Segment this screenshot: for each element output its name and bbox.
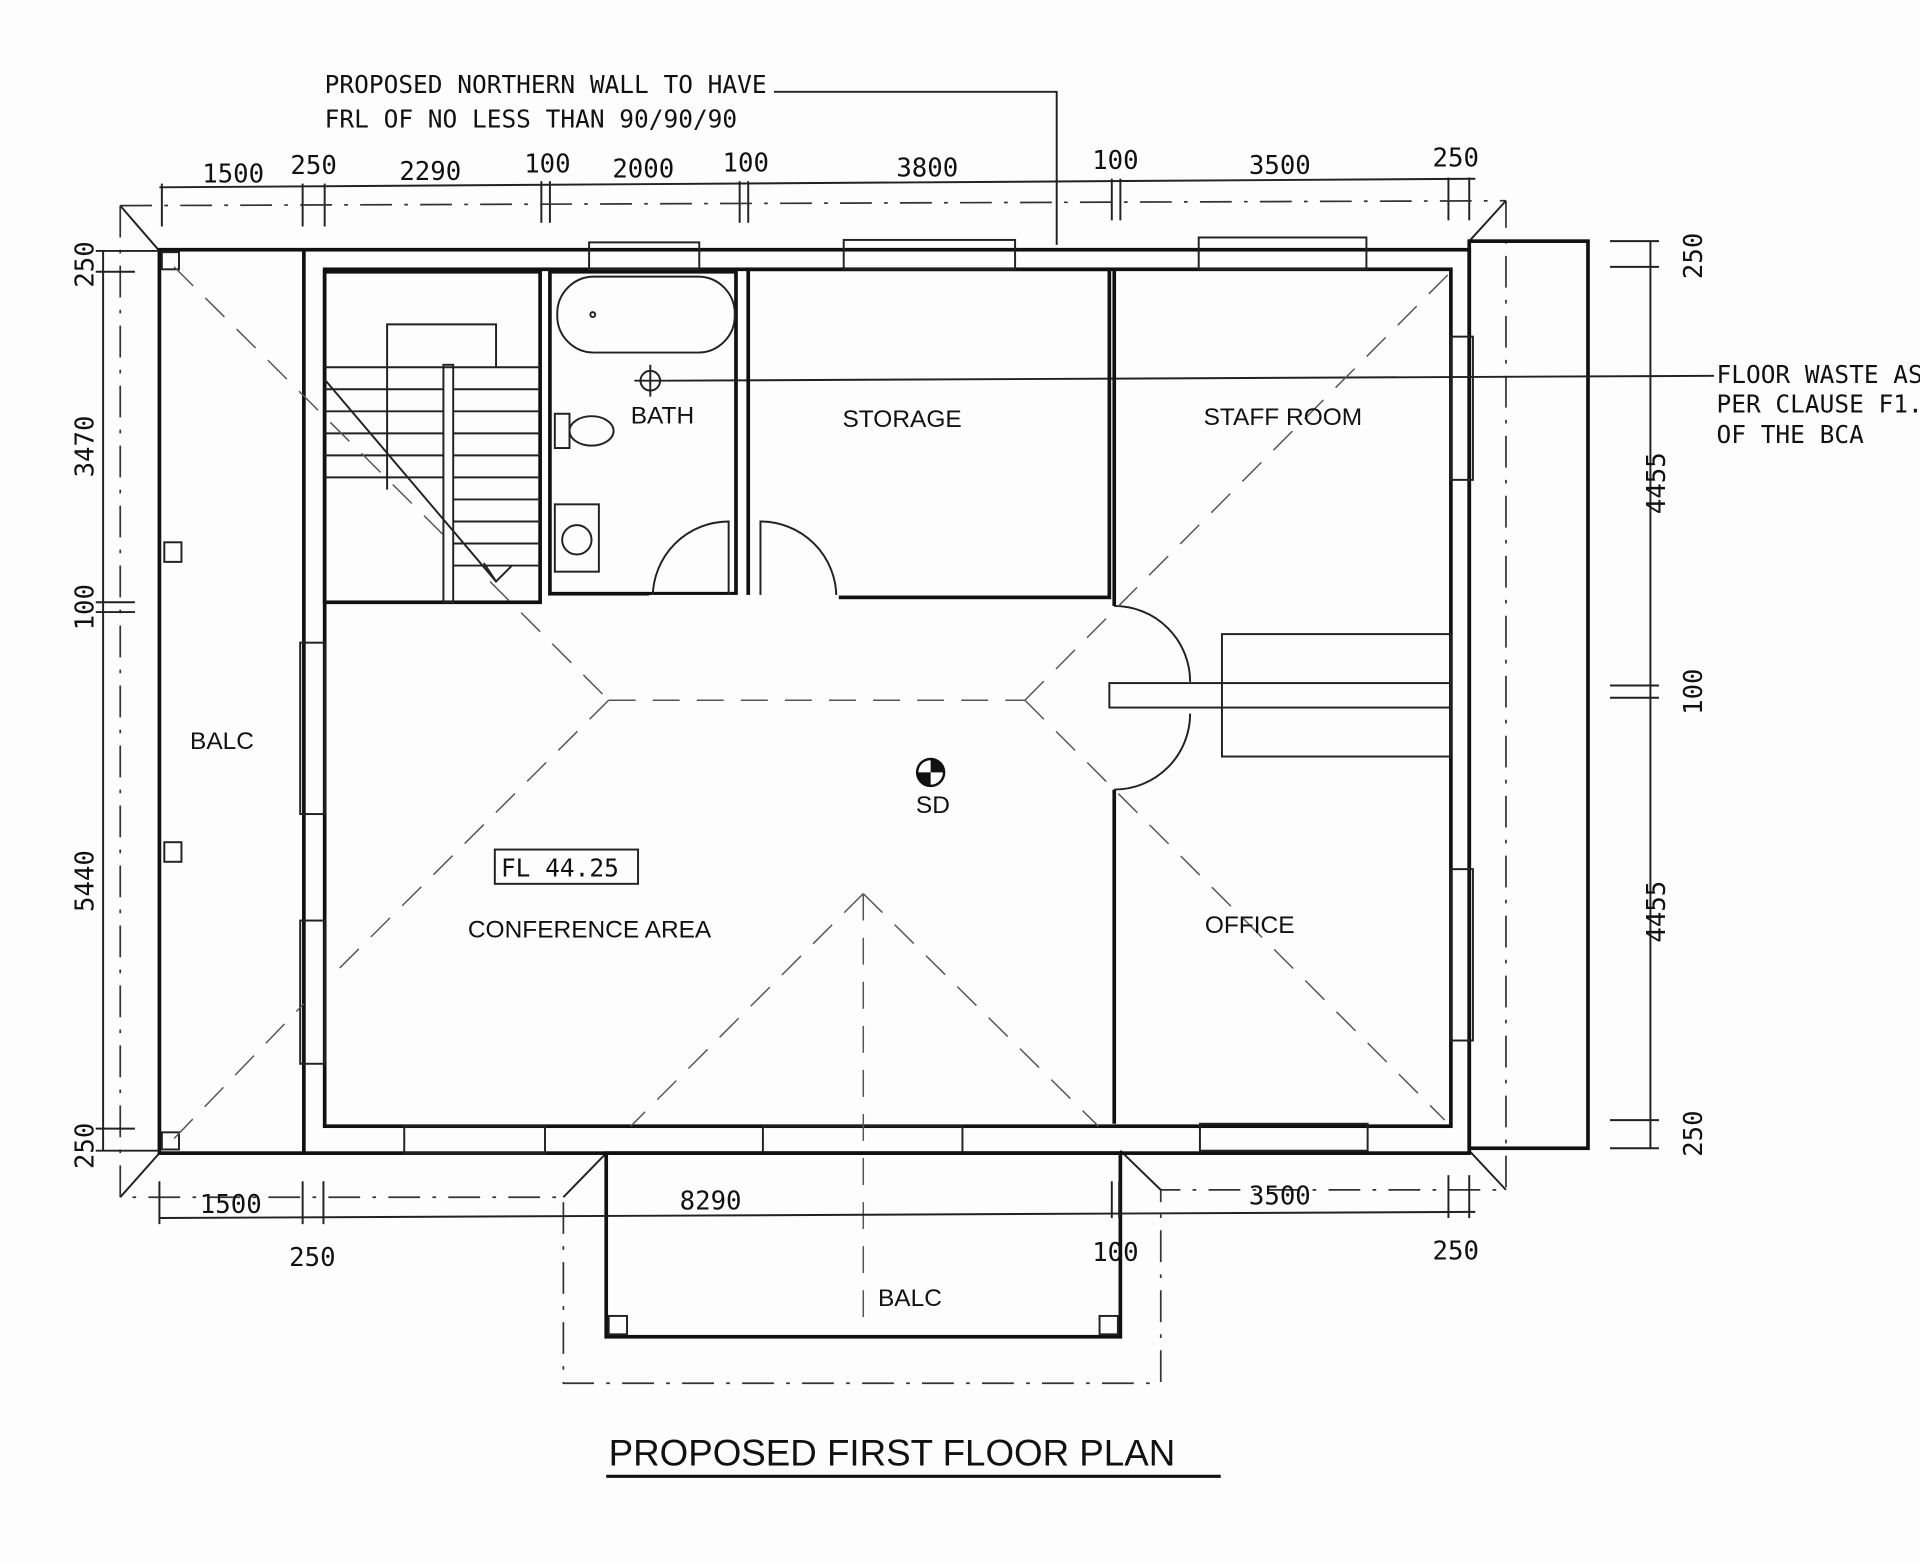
svg-text:100: 100 bbox=[70, 584, 100, 630]
floor-waste-icon bbox=[634, 364, 667, 397]
svg-text:250: 250 bbox=[1679, 1110, 1709, 1156]
svg-text:1500: 1500 bbox=[202, 159, 264, 189]
office-door bbox=[1114, 713, 1192, 791]
floor-waste-note-line3: OF THE BCA bbox=[1717, 420, 1865, 449]
svg-text:100: 100 bbox=[723, 148, 769, 178]
floor-waste-note-line2: PER CLAUSE F1.1 bbox=[1717, 390, 1920, 419]
north-wall-note-line2: FRL OF NO LESS THAN 90/90/90 bbox=[325, 104, 737, 133]
svg-text:250: 250 bbox=[70, 1123, 100, 1169]
right-dimension-labels: 250 4455 100 4455 250 bbox=[1642, 233, 1709, 1157]
eave-corner-lines bbox=[119, 200, 1507, 1198]
bottom-balcony bbox=[604, 1151, 1123, 1339]
svg-text:250: 250 bbox=[1433, 143, 1479, 173]
room-label-storage: STORAGE bbox=[842, 406, 961, 433]
stairs bbox=[323, 323, 541, 604]
svg-text:100: 100 bbox=[1092, 146, 1138, 176]
smoke-detector-label: SD bbox=[916, 792, 950, 819]
roof-hip-lines bbox=[173, 266, 1452, 1335]
svg-text:100: 100 bbox=[1092, 1238, 1138, 1268]
storage-door bbox=[759, 520, 838, 598]
floor-level-box bbox=[493, 848, 640, 885]
room-label-balc-left: BALC bbox=[190, 728, 254, 755]
svg-text:100: 100 bbox=[524, 150, 570, 180]
svg-text:3470: 3470 bbox=[70, 416, 100, 478]
outer-wall bbox=[157, 247, 1472, 1155]
left-dimension-labels: 250 3470 100 5440 250 bbox=[70, 241, 100, 1169]
svg-text:3800: 3800 bbox=[896, 153, 958, 183]
svg-text:4455: 4455 bbox=[1642, 452, 1672, 514]
north-wall-leader bbox=[773, 90, 1058, 245]
smoke-detector-icon bbox=[915, 757, 946, 788]
room-label-conference: CONFERENCE AREA bbox=[468, 917, 712, 944]
inner-wall bbox=[322, 267, 1453, 1129]
basin-icon bbox=[553, 503, 600, 573]
staff-room-door bbox=[1114, 604, 1192, 682]
top-dimension-line bbox=[159, 177, 1476, 189]
svg-text:3500: 3500 bbox=[1249, 1182, 1311, 1212]
bathtub-icon bbox=[556, 275, 736, 354]
room-label-bath: BATH bbox=[631, 403, 694, 430]
svg-text:1500: 1500 bbox=[200, 1190, 262, 1220]
room-label-balc-bottom: BALC bbox=[878, 1285, 942, 1312]
top-dimension-labels: 1500 250 2290 100 2000 100 3800 100 3500… bbox=[202, 143, 1479, 189]
svg-text:2000: 2000 bbox=[612, 155, 674, 185]
svg-text:250: 250 bbox=[290, 151, 336, 181]
svg-text:3500: 3500 bbox=[1249, 151, 1311, 181]
bath-wall bbox=[548, 269, 738, 596]
svg-text:250: 250 bbox=[1433, 1237, 1479, 1267]
top-eave-line bbox=[120, 199, 1506, 207]
svg-text:4455: 4455 bbox=[1642, 881, 1672, 943]
svg-text:5440: 5440 bbox=[70, 850, 100, 912]
office-desk bbox=[1220, 633, 1452, 758]
svg-text:8290: 8290 bbox=[680, 1186, 742, 1216]
floor-waste-note-line1: FLOOR WASTE AS bbox=[1717, 360, 1920, 389]
east-overhang bbox=[1467, 239, 1590, 1151]
svg-text:250: 250 bbox=[289, 1243, 335, 1273]
bath-door bbox=[651, 520, 730, 598]
stair-room-wall bbox=[322, 269, 542, 605]
svg-text:2290: 2290 bbox=[399, 157, 461, 187]
north-wall-note-line1: PROPOSED NORTHERN WALL TO HAVE bbox=[325, 70, 767, 99]
toilet-icon bbox=[553, 412, 571, 450]
drawing-title: PROPOSED FIRST FLOOR PLAN bbox=[609, 1432, 1176, 1473]
bottom-dimension-labels: 1500 250 8290 100 3500 250 bbox=[200, 1182, 1479, 1273]
svg-text:250: 250 bbox=[1679, 233, 1709, 279]
storage-wall bbox=[746, 267, 1112, 600]
svg-text:100: 100 bbox=[1679, 668, 1709, 714]
room-label-staff-room: STAFF ROOM bbox=[1204, 404, 1363, 431]
floor-waste-leader bbox=[666, 374, 1715, 382]
floor-level-label: FL 44.25 bbox=[501, 853, 619, 882]
svg-text:250: 250 bbox=[70, 241, 100, 287]
windows bbox=[299, 236, 1474, 1155]
room-label-office: OFFICE bbox=[1205, 912, 1295, 939]
